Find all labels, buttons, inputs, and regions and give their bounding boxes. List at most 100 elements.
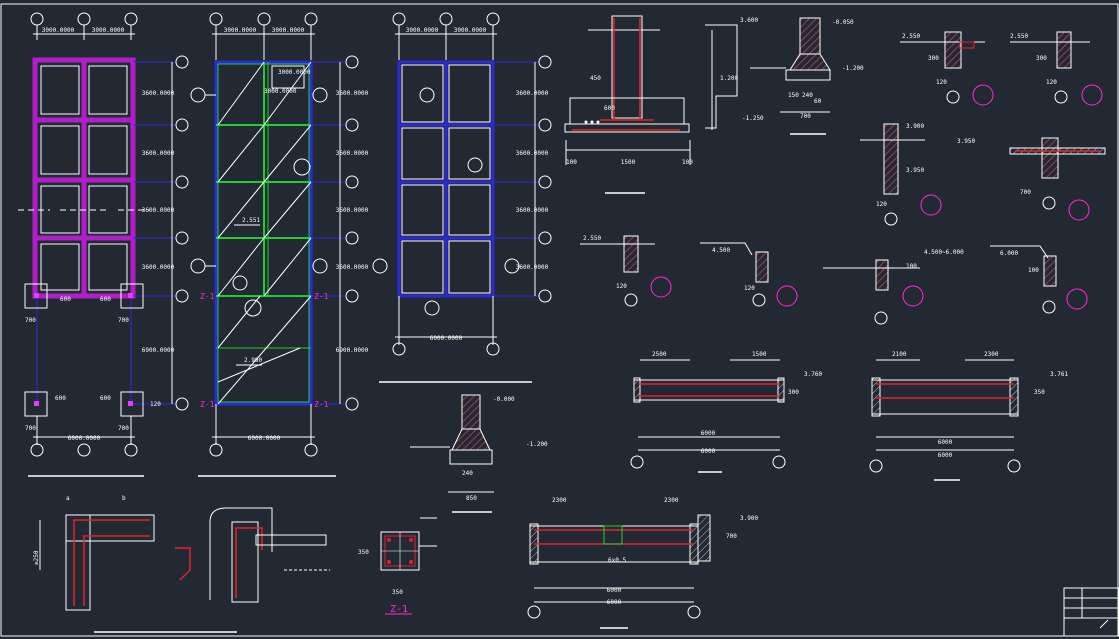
plan-left-top-dim-1: 3000.0000 xyxy=(42,27,75,34)
section-a-dim-100b: 100 xyxy=(682,159,693,166)
detail-7-elev: 4.500~6.000 xyxy=(924,249,964,256)
plan-right-bottom-dim: 6000.0000 xyxy=(430,335,463,342)
z1-label-left: Z-1 xyxy=(200,292,215,301)
section-b-dim-2: 240 xyxy=(802,92,813,99)
footing-label-1: 600 xyxy=(60,296,71,303)
plan-mid-top-dim-1: 3000.0000 xyxy=(224,27,257,34)
plan-left-bottom-dim: 6000.0000 xyxy=(68,435,101,442)
floor-plan-right: 3000.0000 3000.0000 3600.0000 3600.000 xyxy=(372,12,552,383)
beam-3-dim-2: 2300 xyxy=(664,497,679,504)
elevation-tag: 120 xyxy=(150,401,161,408)
section-b-elev-bot: -1.200 xyxy=(842,65,864,72)
detail-4-elev: 3.950 xyxy=(957,138,975,145)
plan-mid-side-dim-2: 3600.0000 xyxy=(336,150,369,157)
detail-1-elev: 2.550 xyxy=(902,33,920,40)
section-a-label-1: 450 xyxy=(590,75,601,82)
detail-6-elev: 4.500 xyxy=(712,247,730,254)
plan-mid-side-dim-4: 3600.0000 xyxy=(336,264,369,271)
section-a-dim-1500: 1500 xyxy=(621,159,636,166)
drawing-frame xyxy=(0,3,1119,637)
plan-mid-side-dim-1: 3600.0000 xyxy=(336,90,369,97)
footing-label-2: 600 xyxy=(100,296,111,303)
beam-1-h: 300 xyxy=(788,389,799,396)
plan-left-side-dim-4: 3600.0000 xyxy=(142,264,175,271)
footing-label-4: 600 xyxy=(100,395,111,402)
detail-8-elev: 6.000 xyxy=(1000,250,1018,257)
detail-5-dim: 120 xyxy=(616,283,627,290)
beam-3-h: 700 xyxy=(726,533,737,540)
small-node-details: 2.550 300 120 2.550 300 120 3.900 3.950 … xyxy=(580,31,1106,325)
plan-mid-side-dim-3: 3600.0000 xyxy=(336,207,369,214)
beam-1-dim-1: 2500 xyxy=(652,351,667,358)
detail-8-dim: 100 xyxy=(1028,267,1039,274)
beam-2-dim-1: 2100 xyxy=(892,351,907,358)
section-c-elev-top: -0.000 xyxy=(493,396,515,403)
detail-2-elev: 2.550 xyxy=(1010,33,1028,40)
beam-1-span: 6000 xyxy=(701,430,716,437)
plan-right-top-dim-2: 3000.0000 xyxy=(454,27,487,34)
plan-mid-label-c: 2.551 xyxy=(242,217,260,224)
joint-details-bottom-left: ≥250 a b xyxy=(33,495,330,633)
plan-mid-label-a: 3000.0000 xyxy=(278,69,311,76)
beam-3-span: 6000 xyxy=(607,587,622,594)
detail-1-dim-b: 120 xyxy=(936,79,947,86)
section-b-dim-700: 700 xyxy=(800,113,811,120)
detail-4-dim-700: 700 xyxy=(1020,189,1031,196)
section-a-label-2: 600 xyxy=(604,105,615,112)
column-z1-dim-2: 350 xyxy=(392,589,403,596)
section-c-dim-850: 850 xyxy=(466,495,477,502)
plan-mid-bottom-dim: 6000.0000 xyxy=(248,435,281,442)
detail-5-elev: 2.550 xyxy=(583,235,601,242)
plan-left-top-dim-2: 3000.0000 xyxy=(92,27,125,34)
foundation-section-c: -0.000 -1.200 240 850 xyxy=(410,394,548,513)
corner-label-4: 700 xyxy=(118,425,129,432)
beam-2-h: 350 xyxy=(1034,389,1045,396)
corner-label-2: 700 xyxy=(118,317,129,324)
detail-6-dim: 120 xyxy=(744,285,755,292)
plan-right-side-dim-1: 3600.0000 xyxy=(516,90,549,97)
foundation-section-a: 450 600 1500 100 100 3.600 1.200 -1.250 xyxy=(564,15,764,194)
floor-plan-left: 3000.0000 3000.0000 xyxy=(18,12,189,477)
beam-1-elev: 3.760 xyxy=(804,371,822,378)
plan-left-side-dim-1: 3600.0000 xyxy=(142,90,175,97)
beam-2-span-2: 6000 xyxy=(938,452,953,459)
beam-1-dim-2: 1500 xyxy=(752,351,767,358)
footing-label-3: 600 xyxy=(55,395,66,402)
floor-plan-middle: 3000.0000 3000.0000 3000.0000 3000.0000 … xyxy=(190,12,369,477)
detail-2-dim-b: 120 xyxy=(1046,79,1057,86)
section-a-elev-top: 3.600 xyxy=(740,17,758,24)
detail-1-dim: 300 xyxy=(928,55,939,62)
beam-detail-1: 2500 1500 3.760 300 6000 6000 xyxy=(630,351,822,473)
plan-right-side-dim-3: 3600.0000 xyxy=(516,207,549,214)
beam-3-span-2: 6000 xyxy=(607,599,622,606)
section-b-elev-top: -0.050 xyxy=(832,19,854,26)
beam-3-note: 6x0.5 xyxy=(608,557,626,564)
column-z1-dim-1: 350 xyxy=(358,549,369,556)
plan-mid-label-d: 2.990 xyxy=(244,357,262,364)
plan-left-side-dim-2: 3600.0000 xyxy=(142,150,175,157)
plan-mid-label-b: 3000.0000 xyxy=(264,88,297,95)
section-c-dim-240: 240 xyxy=(462,470,473,477)
beam-1-span-2: 6000 xyxy=(701,448,716,455)
beam-2-elev: 3.761 xyxy=(1050,371,1068,378)
z1-label-left-2: Z-1 xyxy=(200,400,215,409)
plan-right-top-dim-1: 3000.0000 xyxy=(406,27,439,34)
plan-left-side-dim-3: 3600.0000 xyxy=(142,207,175,214)
joint-dim: ≥250 xyxy=(33,550,40,565)
section-b-dim-3: 60 xyxy=(814,98,822,105)
plan-mid-top-dim-2: 3000.0000 xyxy=(272,27,305,34)
beam-2-span: 6000 xyxy=(938,439,953,446)
section-b-dim-1: 150 xyxy=(788,92,799,99)
section-c-elev-bot: -1.200 xyxy=(526,441,548,448)
plan-mid-side-dim-5: 6900.0000 xyxy=(336,347,369,354)
column-z1-section: 350 350 Z-1 xyxy=(358,517,437,615)
beam-2-dim-2: 2300 xyxy=(984,351,999,358)
beam-3-elev: 3.900 xyxy=(740,515,758,522)
detail-3-dim: 120 xyxy=(876,201,887,208)
plan-right-side-dim-4: 3600.0000 xyxy=(516,264,549,271)
plan-right-side-dim-2: 3600.0000 xyxy=(516,150,549,157)
column-z1-label: Z-1 xyxy=(390,604,408,615)
corner-label-3: 700 xyxy=(25,425,36,432)
title-block xyxy=(1063,587,1119,637)
